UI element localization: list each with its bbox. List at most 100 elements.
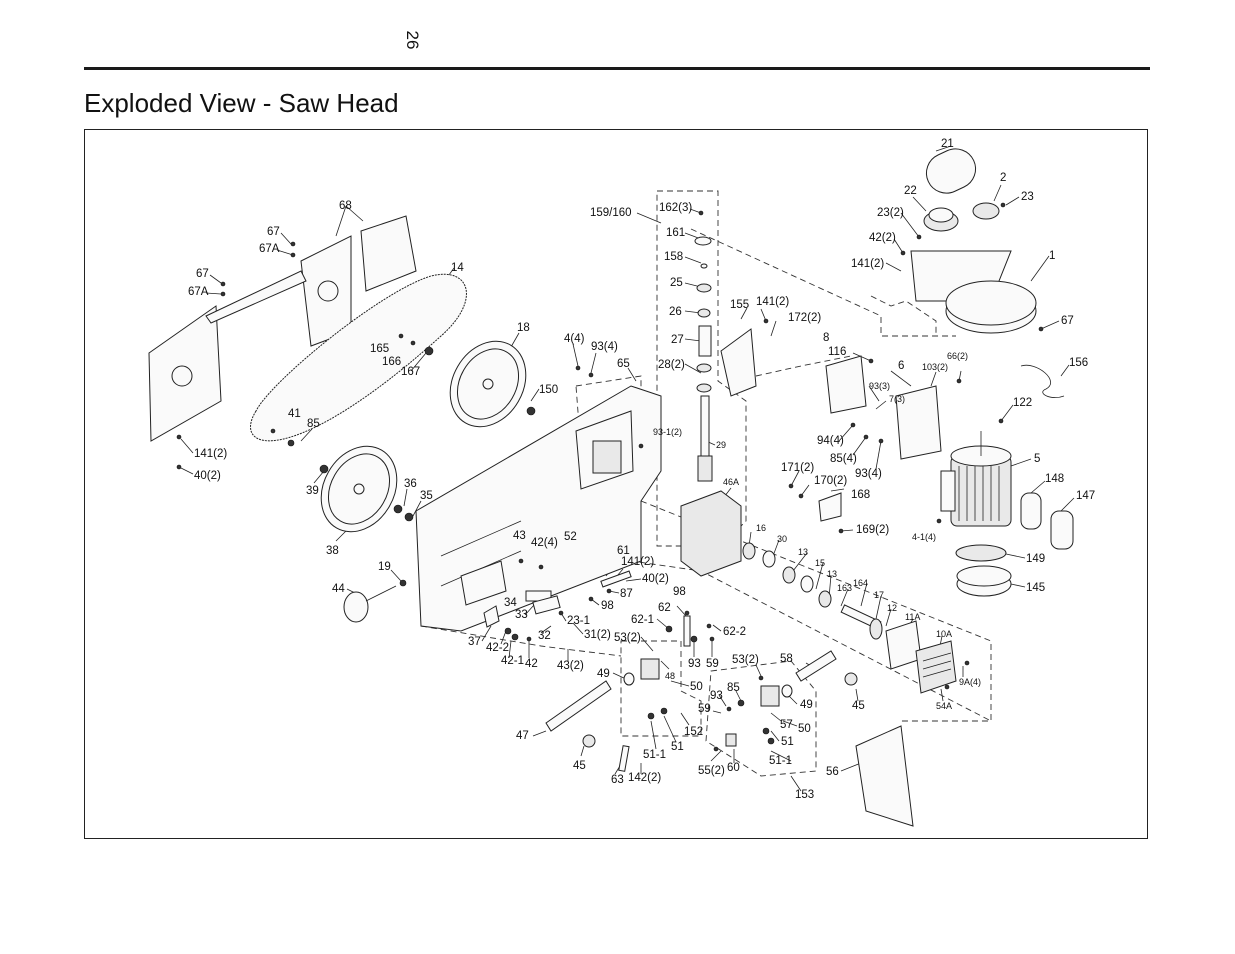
callout-45-right: 45	[852, 700, 865, 712]
callout-59-left: 59	[706, 658, 719, 670]
callout-34: 34	[504, 597, 517, 609]
part-saw-blade-14	[250, 273, 467, 442]
callout-15: 15	[815, 558, 825, 568]
callout-51-1-right: 51-1	[769, 755, 792, 767]
part-belt-21	[925, 148, 977, 194]
callout-62: 62	[658, 602, 671, 614]
callout-122: 122	[1013, 397, 1032, 409]
part-wheel-38	[320, 445, 398, 533]
callout-13-a: 13	[798, 547, 808, 557]
callout-93-left: 93	[688, 658, 701, 670]
callout-39: 39	[306, 485, 319, 497]
callout-1: 1	[1049, 250, 1055, 262]
part-knob-45b	[844, 672, 858, 686]
callout-5: 5	[1034, 453, 1040, 465]
callout-42-4: 42(4)	[531, 537, 558, 549]
callout-21: 21	[941, 138, 954, 150]
callout-56: 56	[826, 766, 839, 778]
callout-10a: 10A	[936, 629, 952, 639]
callout-141-2-brush: 141(2)	[621, 556, 654, 568]
callout-49-left: 49	[597, 668, 610, 680]
callout-49-right: 49	[800, 699, 813, 711]
callout-42-2-arm: 42-2	[486, 642, 509, 654]
part-blade-guard-56	[855, 725, 914, 827]
part-worm-shaft	[694, 236, 713, 482]
callout-52: 52	[564, 531, 577, 543]
callout-169-2: 169(2)	[856, 524, 889, 536]
callout-2: 2	[1000, 172, 1006, 184]
callout-60: 60	[727, 762, 740, 774]
part-bearing-16	[742, 542, 756, 560]
part-gasket-11a	[885, 620, 922, 670]
page-title: Exploded View - Saw Head	[84, 88, 399, 118]
callout-42: 42	[525, 658, 538, 670]
callout-141-2-shaft: 141(2)	[756, 296, 789, 308]
part-blade-guard-68	[360, 215, 417, 292]
callout-166: 166	[382, 356, 401, 368]
callout-28-2: 28(2)	[658, 359, 685, 371]
top-rule	[84, 67, 1150, 70]
callout-61: 61	[617, 545, 630, 557]
callout-153: 153	[795, 789, 814, 801]
callout-98-a: 98	[673, 586, 686, 598]
callout-42-2: 42(2)	[869, 232, 896, 244]
callout-45-left: 45	[573, 760, 586, 772]
callout-9a-4: 9A(4)	[959, 677, 981, 687]
part-plate-6	[895, 385, 942, 460]
callout-42-1: 42-1	[501, 655, 524, 667]
callout-labels: 21 2 23 22 23(2) 42(2) 141(2) 1 67 156 1…	[188, 138, 1095, 801]
part-capacitor-147	[1050, 510, 1074, 550]
part-handwheel-44	[343, 591, 369, 623]
callout-58: 58	[780, 653, 793, 665]
part-gear-17	[869, 618, 883, 640]
callout-25: 25	[670, 277, 683, 289]
callout-103-2: 103(2)	[922, 362, 948, 372]
callout-67a-top: 67A	[259, 243, 280, 255]
callout-164: 164	[853, 578, 868, 588]
callout-142-2: 142(2)	[628, 772, 661, 784]
callout-168: 168	[851, 489, 870, 501]
callout-29: 29	[716, 440, 726, 450]
callout-93-1-2: 93-1(2)	[653, 427, 682, 437]
part-cover-10a	[915, 640, 957, 694]
part-motor-5	[940, 431, 1012, 527]
callout-19: 19	[378, 561, 391, 573]
callout-93-4-plate: 93(4)	[855, 468, 882, 480]
callout-93-3: 93(3)	[869, 381, 890, 391]
part-guide-arm-47	[545, 680, 612, 732]
callout-98-b: 98	[601, 600, 614, 612]
part-knob-45a	[582, 734, 596, 748]
callout-155: 155	[730, 299, 749, 311]
callout-116: 116	[828, 346, 846, 358]
callout-50-right: 50	[798, 723, 811, 735]
callout-147: 147	[1076, 490, 1095, 502]
part-bracket-168	[818, 492, 842, 522]
callout-50-left: 50	[690, 681, 703, 693]
callout-23-1: 23-1	[567, 615, 590, 627]
callout-30: 30	[777, 534, 787, 544]
callout-156: 156	[1069, 357, 1088, 369]
callout-68: 68	[339, 200, 352, 212]
callout-6: 6	[898, 360, 904, 372]
callout-31-2: 31(2)	[584, 629, 611, 641]
callout-33: 33	[515, 609, 528, 621]
part-wheel-18	[449, 340, 527, 428]
callout-141-2-left: 141(2)	[194, 448, 227, 460]
callout-55-2: 55(2)	[698, 765, 725, 777]
callout-27: 27	[671, 334, 684, 346]
callout-152: 152	[684, 726, 703, 738]
callout-87: 87	[620, 588, 633, 600]
callout-51-1-left: 51-1	[643, 749, 666, 761]
callout-8: 8	[823, 332, 829, 344]
callout-171-2: 171(2)	[781, 462, 814, 474]
callout-4-1-4: 4-1(4)	[912, 532, 936, 542]
callout-57: 57	[780, 719, 793, 731]
callout-38: 38	[326, 545, 339, 557]
callout-11a: 11A	[905, 612, 920, 622]
callout-53-2-left: 53(2)	[614, 632, 641, 644]
callout-167: 167	[401, 366, 420, 378]
part-guide-arm-58	[795, 650, 837, 682]
callout-63: 63	[611, 774, 624, 786]
part-fan-149	[955, 544, 1007, 562]
callout-162-3: 162(3)	[659, 202, 692, 214]
